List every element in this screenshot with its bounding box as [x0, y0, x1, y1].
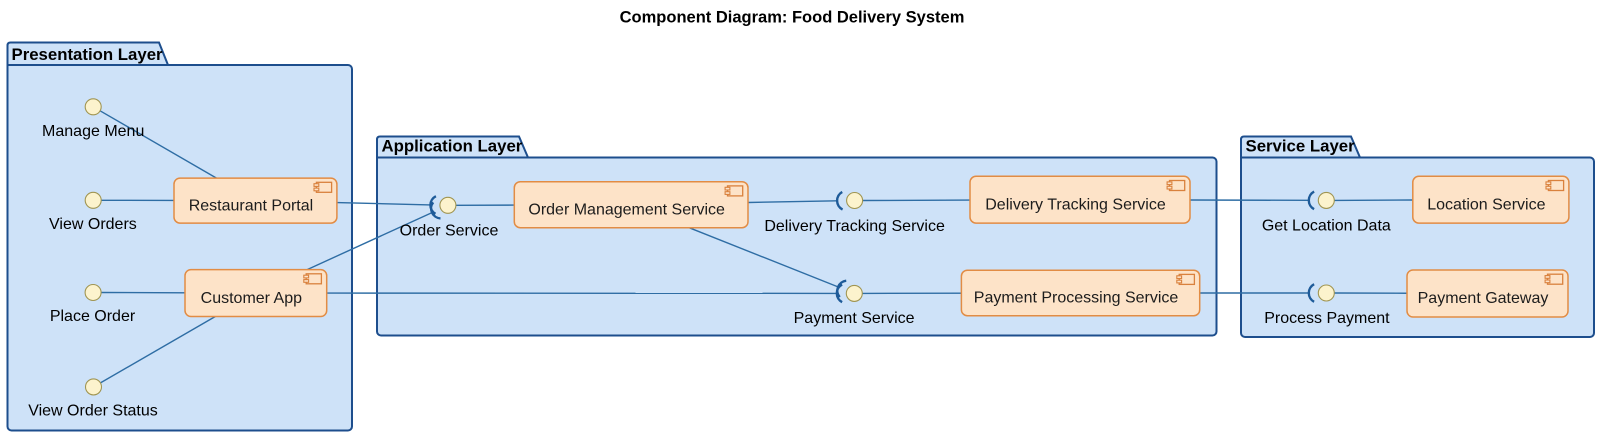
svg-text:Order Service: Order Service [400, 222, 499, 239]
svg-text:View Orders: View Orders [49, 216, 137, 233]
svg-text:View Order Status: View Order Status [28, 403, 158, 420]
svg-text:Application Layer: Application Layer [382, 137, 523, 156]
svg-text:Presentation Layer: Presentation Layer [12, 45, 164, 64]
svg-text:Restaurant Portal: Restaurant Portal [189, 197, 314, 214]
svg-text:Customer App: Customer App [201, 290, 302, 307]
svg-text:Component Diagram: Food Delive: Component Diagram: Food Delivery System [620, 9, 965, 27]
svg-text:Order Management Service: Order Management Service [528, 201, 725, 218]
svg-text:Location Service: Location Service [1427, 196, 1545, 213]
svg-text:Payment Service: Payment Service [794, 310, 915, 327]
svg-text:Payment Gateway: Payment Gateway [1418, 290, 1549, 307]
svg-text:Service Layer: Service Layer [1246, 137, 1356, 156]
svg-text:Delivery Tracking Service: Delivery Tracking Service [764, 218, 945, 235]
svg-text:Payment Processing Service: Payment Processing Service [974, 290, 1179, 307]
svg-text:Process Payment: Process Payment [1264, 310, 1390, 327]
svg-text:Place Order: Place Order [50, 308, 136, 325]
svg-text:Manage Menu: Manage Menu [42, 123, 144, 140]
svg-text:Delivery Tracking Service: Delivery Tracking Service [985, 196, 1166, 213]
svg-text:Get Location Data: Get Location Data [1262, 218, 1391, 235]
